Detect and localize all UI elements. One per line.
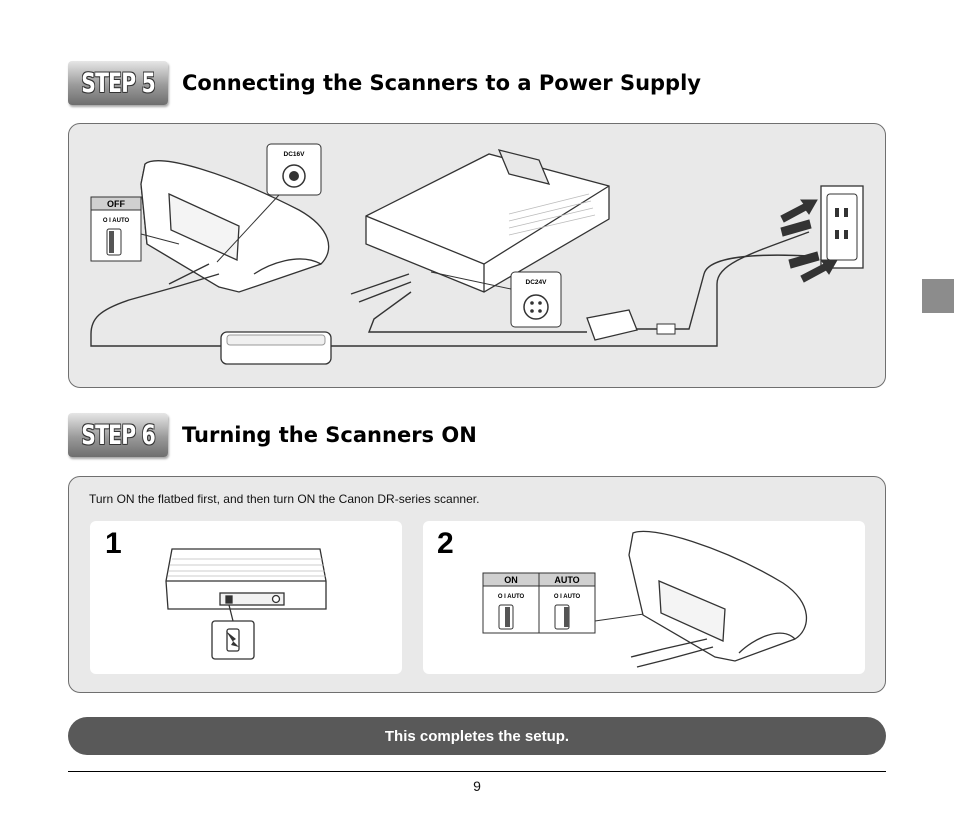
switch-on-scale: O I AUTO — [498, 594, 525, 600]
step-5-panel: OFF O I AUTO DC16V — [68, 123, 886, 388]
step-6-badge: STEP 6 — [68, 413, 168, 457]
switch-auto-label: AUTO — [554, 575, 579, 585]
plug-in-arrow-lower-icon — [800, 259, 838, 283]
step-6-instruction: Turn ON the flatbed first, and then turn… — [89, 492, 480, 506]
step-6-badge-label: STEP 6 — [81, 419, 155, 451]
dr-scanner-illustration — [140, 160, 330, 293]
sub-step-2-number: 2 — [437, 527, 454, 560]
footer-rule — [68, 771, 886, 772]
section-side-tab — [922, 279, 954, 313]
press-down-arrow-icon — [226, 631, 239, 647]
off-switch-scale: O I AUTO — [103, 218, 130, 224]
step-5-badge-label: STEP 5 — [81, 67, 155, 99]
power-connection-illustration: OFF O I AUTO DC16V — [90, 143, 864, 365]
ac-adapter-left — [220, 331, 332, 365]
completion-banner: This completes the setup. — [68, 717, 886, 755]
completion-banner-text: This completes the setup. — [384, 727, 570, 745]
switch-auto-scale: O I AUTO — [554, 594, 581, 600]
step-5-title: Connecting the Scanners to a Power Suppl… — [182, 71, 701, 95]
dc16v-inset: DC16V — [216, 143, 322, 263]
ac-adapter-right — [586, 309, 676, 341]
dc24v-inset: DC24V — [430, 271, 562, 328]
off-label: OFF — [107, 199, 125, 209]
flatbed-rear-illustration — [165, 548, 327, 660]
step-5-badge: STEP 5 — [68, 61, 168, 105]
dc24v-label: DC24V — [526, 279, 548, 286]
switch-on-label: ON — [504, 575, 518, 585]
step-6-title: Turning the Scanners ON — [182, 423, 477, 447]
page-number: 9 — [473, 778, 481, 794]
sub-step-1-panel: 1 — [90, 521, 402, 674]
plug-in-arrow-upper-icon — [780, 199, 818, 223]
switch-on-box: ON O I AUTO — [482, 572, 540, 634]
switch-auto-box: AUTO O I AUTO — [538, 572, 596, 634]
sub-step-2-panel: 2 ON O I AUTO AUTO O I AUTO — [423, 521, 865, 674]
step-6-panel: Turn ON the flatbed first, and then turn… — [68, 476, 886, 693]
dr-scanner-switch-illustration: ON O I AUTO AUTO O I AUTO — [482, 530, 807, 668]
dc16v-label: DC16V — [284, 151, 306, 158]
sub-step-1-number: 1 — [105, 527, 122, 560]
flatbed-scanner-illustration — [365, 149, 610, 293]
wall-outlet-illustration — [820, 185, 864, 269]
off-switch-box: OFF O I AUTO — [90, 196, 180, 262]
